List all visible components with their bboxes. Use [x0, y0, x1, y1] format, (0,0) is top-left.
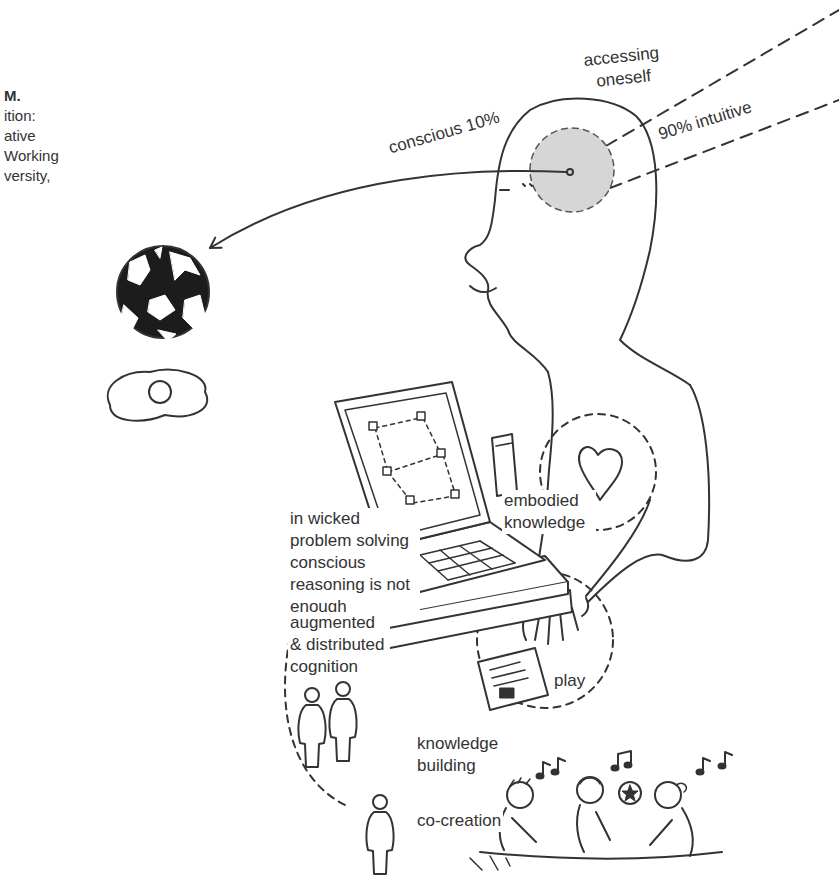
booklet: [478, 648, 548, 710]
annotation-label: knowledge building: [415, 733, 509, 777]
co-creating-group: [470, 751, 732, 870]
caption-fragment: M.: [2, 86, 23, 106]
annotation-label: accessing oneself: [576, 41, 669, 94]
globe: [117, 246, 209, 341]
annotation-label: co-creation: [415, 810, 503, 832]
globe-body: [117, 246, 209, 338]
caption-fragment: ition:: [2, 106, 38, 126]
phone: [492, 434, 517, 496]
star-bubble: [619, 782, 641, 804]
caption-fragment: ative: [2, 126, 38, 146]
annotation-note: in wicked problem solving conscious reas…: [288, 508, 420, 618]
annotation-label: play: [552, 670, 587, 692]
smile: [470, 286, 496, 292]
caption-fragment: Working: [2, 146, 61, 166]
standing-people: [298, 682, 393, 874]
annotation-label: conscious 10%: [384, 106, 504, 160]
annotation-label: augmented & distributed cognition: [288, 612, 390, 678]
mind-circle: [530, 128, 614, 212]
mind-dot: [567, 169, 573, 175]
conscious-arrow: [210, 171, 566, 248]
eye-marks: [523, 184, 532, 186]
right-arm: [588, 385, 709, 602]
eye: [500, 189, 509, 191]
annotation-label: 90% intuitive: [654, 96, 756, 146]
intuition-rays: [606, 10, 839, 188]
fried-egg: [108, 370, 208, 421]
annotation-label: embodied knowledge: [502, 490, 596, 534]
table-edge: [480, 852, 722, 859]
music-notes: [537, 751, 733, 779]
network-sketch: [369, 412, 459, 504]
caption-fragment: versity,: [2, 166, 52, 186]
keyboard-grid: [420, 541, 515, 580]
head-outline: [465, 99, 690, 385]
